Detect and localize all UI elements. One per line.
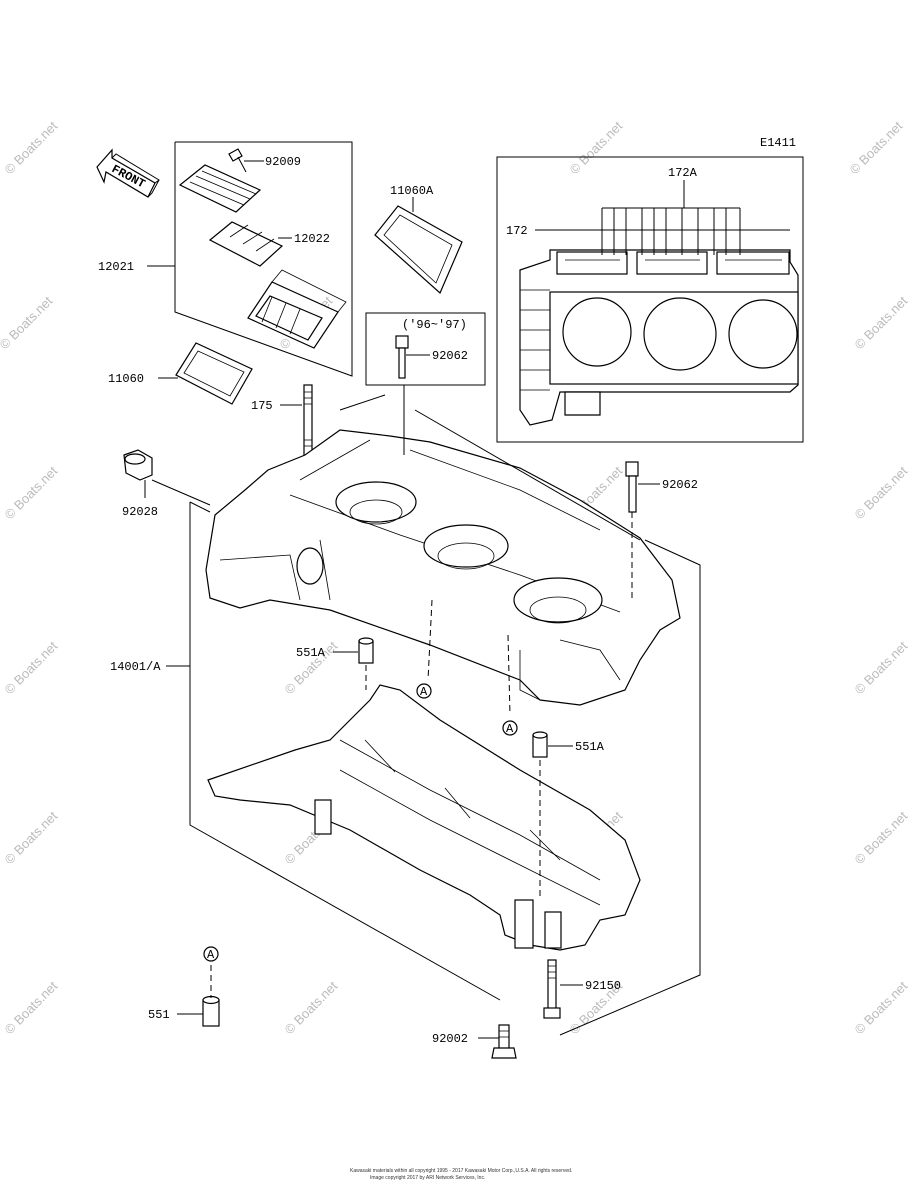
watermark: © Boats.net bbox=[2, 638, 61, 697]
ref-circle-a: A bbox=[502, 720, 518, 736]
callout-92009: 92009 bbox=[265, 155, 301, 169]
ref-circle-a: A bbox=[416, 683, 432, 699]
cylinder-inset-box bbox=[496, 156, 804, 443]
callout-172: 172 bbox=[506, 224, 528, 238]
front-label: FRONT bbox=[109, 162, 147, 191]
svg-text:A: A bbox=[420, 685, 428, 699]
watermark: © Boats.net bbox=[852, 808, 911, 867]
callout-14001A: 14001/A bbox=[110, 660, 161, 674]
watermark: © Boats.net bbox=[852, 293, 911, 352]
alignment-lines bbox=[210, 512, 633, 998]
dowel-551A-upper bbox=[358, 637, 374, 664]
callout-92002: 92002 bbox=[432, 1032, 468, 1046]
bolt-92150 bbox=[543, 959, 561, 1019]
bolt-92062 bbox=[625, 461, 639, 513]
watermark: © Boats.net bbox=[2, 118, 61, 177]
lower-crankcase bbox=[207, 684, 641, 951]
callout-172A: 172A bbox=[668, 166, 698, 180]
leader-lines bbox=[144, 160, 660, 1039]
dowel-551A-lower bbox=[532, 731, 548, 758]
svg-text:A: A bbox=[207, 948, 215, 962]
callout-12021: 12021 bbox=[98, 260, 134, 274]
watermark: © Boats.net bbox=[0, 293, 56, 352]
watermark: © Boats.net bbox=[852, 638, 911, 697]
callout-11060: 11060 bbox=[108, 372, 144, 386]
callout-551: 551 bbox=[148, 1008, 170, 1022]
callout-175: 175 bbox=[251, 399, 273, 413]
cap-92028 bbox=[123, 449, 153, 481]
copyright-line-1: Kawasaki materials within all copyright … bbox=[350, 1168, 572, 1174]
callout-12022: 12022 bbox=[294, 232, 330, 246]
watermark: © Boats.net bbox=[847, 118, 906, 177]
callout-92028: 92028 bbox=[122, 505, 158, 519]
dowel-551 bbox=[202, 995, 220, 1027]
callout-551A: 551A bbox=[296, 646, 326, 660]
stud-175 bbox=[303, 384, 313, 458]
year-note: ('96~'97) bbox=[402, 318, 467, 332]
watermark: © Boats.net bbox=[2, 808, 61, 867]
callout-92062-note: 92062 bbox=[432, 349, 468, 363]
copyright-line-2: Image copyright 2017 by ARI Network Serv… bbox=[370, 1175, 485, 1181]
watermark: © Boats.net bbox=[852, 463, 911, 522]
callout-labels: 92009 12022 12021 11060A 11060 92062 175… bbox=[98, 155, 698, 1046]
watermark: © Boats.net bbox=[2, 978, 61, 1037]
ref-circle-a: A bbox=[203, 946, 219, 962]
watermark: © Boats.net bbox=[852, 978, 911, 1037]
year-note-box: ('96~'97) bbox=[365, 312, 486, 386]
gasket-11060A bbox=[374, 205, 463, 295]
callout-11060A: 11060A bbox=[390, 184, 434, 198]
watermark: © Boats.net bbox=[567, 118, 626, 177]
callout-92062: 92062 bbox=[662, 478, 698, 492]
callout-551A: 551A bbox=[575, 740, 605, 754]
bolt-92002 bbox=[491, 1024, 517, 1059]
watermark: © Boats.net bbox=[282, 978, 341, 1037]
front-arrow-icon: FRONT bbox=[96, 148, 160, 198]
reed-valve-group bbox=[174, 141, 353, 405]
assembly-frame bbox=[189, 394, 701, 1036]
svg-text:A: A bbox=[506, 722, 514, 736]
diagram-code: E1411 bbox=[760, 136, 796, 150]
watermark: © Boats.net bbox=[2, 463, 61, 522]
callout-92150: 92150 bbox=[585, 979, 621, 993]
upper-crankcase bbox=[205, 429, 681, 706]
